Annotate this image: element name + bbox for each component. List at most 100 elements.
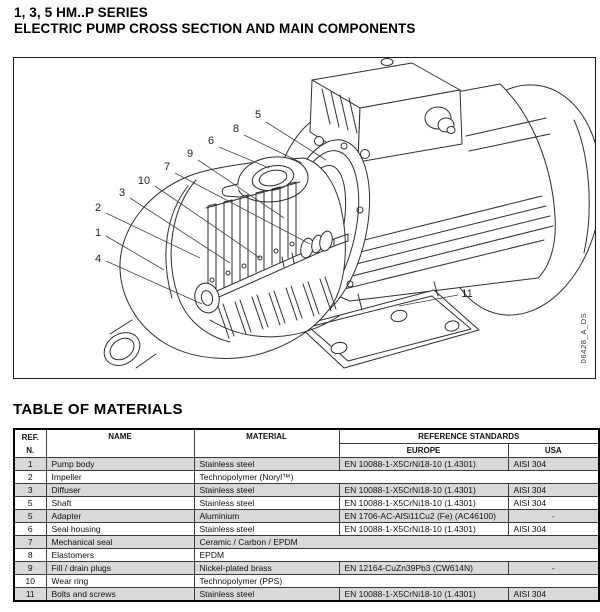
figure-code: 06428_A_DS xyxy=(579,312,588,364)
callout-label: 7 xyxy=(164,161,170,173)
callout-leader xyxy=(129,197,231,264)
cell-name: Fill / drain plugs xyxy=(45,561,195,575)
cell-europe: EN 1706-AC-AlSi11Cu2 (Fe) (AC46100) xyxy=(338,509,509,523)
cell-name: Impeller xyxy=(45,470,195,484)
cell-ref: 9 xyxy=(13,561,47,575)
callout-label: 2 xyxy=(95,202,101,214)
page-subtitle: ELECTRIC PUMP CROSS SECTION AND MAIN COM… xyxy=(14,21,416,36)
cell-material: Stainless steel xyxy=(193,587,340,602)
cell-ref: 6 xyxy=(13,522,47,536)
cell-material: Stainless steel xyxy=(193,496,340,510)
cell-ref: 7 xyxy=(13,535,47,549)
cell-material: Aluminium xyxy=(193,509,340,523)
cell-material: Technopolymer (PPS) xyxy=(193,574,600,588)
callout-leader xyxy=(398,294,459,307)
cell-ref: 5 xyxy=(13,496,47,510)
page-title: 1, 3, 5 HM..P SERIES xyxy=(14,5,148,20)
callout-leader xyxy=(105,235,165,271)
cell-europe: EN 10088-1-X5CrNi18-10 (1.4301) xyxy=(338,483,509,497)
callout-leader xyxy=(243,134,303,164)
cell-usa: AISI 304 xyxy=(507,522,600,536)
mechanical-seal xyxy=(300,230,333,259)
table-title: TABLE OF MATERIALS xyxy=(13,401,183,418)
cell-europe: EN 10088-1-X5CrNi18-10 (1.4301) xyxy=(338,457,509,471)
callout-leader xyxy=(154,185,261,259)
cell-ref: 1 xyxy=(13,457,47,471)
cell-name: Wear ring xyxy=(45,574,195,588)
header-name: NAME xyxy=(45,428,195,458)
cell-name: Shaft xyxy=(45,496,195,510)
cell-usa: AISI 304 xyxy=(507,496,600,510)
cell-ref: 8 xyxy=(13,548,47,562)
cell-usa: - xyxy=(507,561,600,575)
cell-name: Elastomers xyxy=(45,548,195,562)
pump-drawing: 5 8 6 9 7 10 3 2 1 4 11 xyxy=(95,58,595,369)
cell-material: EPDM xyxy=(193,548,600,562)
callout-leader xyxy=(105,260,203,305)
cell-europe: EN 12164-CuZn39Pb3 (CW614N) xyxy=(338,561,509,575)
callout-label: 11 xyxy=(461,288,472,300)
cell-material: Stainless steel xyxy=(193,483,340,497)
cell-name: Seal housing xyxy=(45,522,195,536)
cell-ref: 3 xyxy=(13,483,47,497)
cell-material: Ceramic / Carbon / EPDM xyxy=(193,535,600,549)
cell-material: Stainless steel xyxy=(193,457,340,471)
header-ref: REF.N. xyxy=(13,428,47,458)
callout-label: 6 xyxy=(208,135,214,147)
cell-usa: AISI 304 xyxy=(507,483,600,497)
cell-name: Diffuser xyxy=(45,483,195,497)
cell-name: Mechanical seal xyxy=(45,535,195,549)
lower-stage-ribs xyxy=(209,276,340,339)
callout-label: 8 xyxy=(233,123,239,135)
base-plate xyxy=(298,281,480,369)
header-usa: USA xyxy=(507,443,600,458)
callout-label: 5 xyxy=(255,109,261,121)
cell-europe: EN 10088-1-X5CrNi18-10 (1.4301) xyxy=(338,587,509,602)
callout-leader xyxy=(105,212,201,259)
cell-ref: 5 xyxy=(13,509,47,523)
suction-port xyxy=(103,319,157,369)
shaft-hub xyxy=(194,282,220,314)
seal-housing-port xyxy=(221,156,309,203)
header-reference-standards: REFERENCE STANDARDS xyxy=(338,428,600,444)
cell-ref: 10 xyxy=(13,574,47,588)
callout-label: 4 xyxy=(95,253,101,265)
cell-name: Bolts and screws xyxy=(45,587,195,602)
cell-material: Technopolymer (Noryl™) xyxy=(193,470,600,484)
callout-label: 3 xyxy=(119,187,125,199)
cell-europe: EN 10088-1-X5CrNi18-10 (1.4301) xyxy=(338,496,509,510)
callout-leader xyxy=(218,146,270,169)
cell-ref: 2 xyxy=(13,470,47,484)
header-material: MATERIAL xyxy=(193,428,340,458)
cell-ref: 11 xyxy=(13,587,47,602)
callout-label: 1 xyxy=(95,227,101,239)
cell-material: Nickel-plated brass xyxy=(193,561,340,575)
pump-cross-section-figure: 5 8 6 9 7 10 3 2 1 4 11 06428_A_DS xyxy=(13,57,596,379)
cell-name: Pump body xyxy=(45,457,195,471)
cell-material: Stainless steel xyxy=(193,522,340,536)
cell-usa: AISI 304 xyxy=(507,457,600,471)
header-europe: EUROPE xyxy=(338,443,509,458)
document-header: 1, 3, 5 HM..P SERIES ELECTRIC PUMP CROSS… xyxy=(14,5,415,37)
cell-europe: EN 10088-1-X5CrNi18-10 (1.4301) xyxy=(338,522,509,536)
callout-label: 10 xyxy=(138,175,150,187)
callout-leader xyxy=(265,121,327,161)
callout-label: 9 xyxy=(187,148,193,160)
cell-usa: - xyxy=(507,509,600,523)
cable-gland xyxy=(424,106,456,134)
materials-table: REF.N. NAME MATERIAL REFERENCE STANDARDS… xyxy=(13,428,600,602)
callout-leader xyxy=(197,159,285,219)
